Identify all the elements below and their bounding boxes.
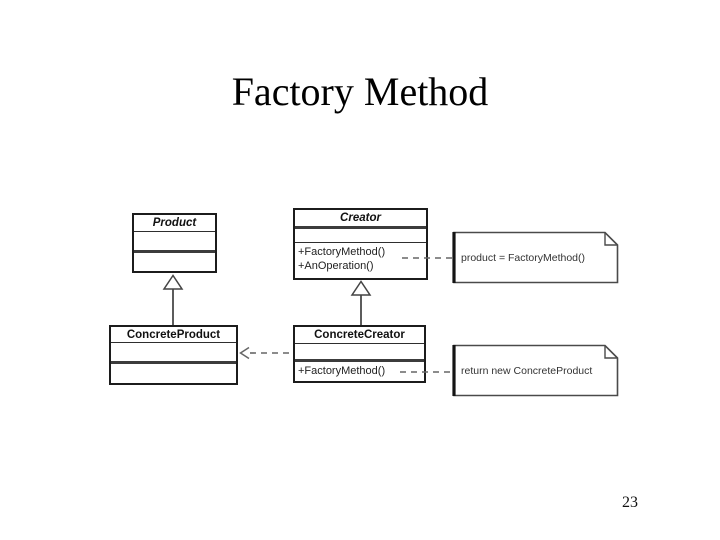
- class-box-concrete-product: ConcreteProduct: [109, 325, 238, 385]
- slide-title: Factory Method: [231, 69, 489, 114]
- class-box-concrete-creator: ConcreteCreator +FactoryMethod(): [293, 325, 426, 383]
- generalization-arrow-product: [162, 274, 184, 325]
- attributes-compartment: [134, 232, 215, 253]
- class-box-product: Product: [132, 213, 217, 273]
- operation-factory-method: +FactoryMethod(): [298, 365, 386, 377]
- attributes-compartment: [111, 343, 236, 364]
- page-number: 23: [622, 494, 638, 511]
- operation-an-operation: +AnOperation(): [298, 260, 374, 272]
- class-box-creator: Creator +FactoryMethod() +AnOperation(): [293, 208, 428, 280]
- class-name-creator: Creator: [295, 210, 426, 229]
- note-shape: [452, 231, 619, 284]
- note-return-statement: return new ConcreteProduct: [452, 344, 619, 397]
- note-text: product = FactoryMethod(): [461, 251, 586, 264]
- note-product-assignment: product = FactoryMethod(): [452, 231, 619, 284]
- note-fold-icon: [604, 345, 618, 359]
- class-name-concrete-creator: ConcreteCreator: [295, 327, 424, 344]
- operation-factory-method: +FactoryMethod(): [298, 246, 386, 258]
- class-name-product: Product: [134, 215, 215, 232]
- attributes-compartment: [295, 229, 426, 243]
- note-shape: [452, 344, 619, 397]
- dependency-arrow-concrete: [239, 346, 293, 360]
- note-text: return new ConcreteProduct: [461, 364, 593, 377]
- operations-compartment: +FactoryMethod() +AnOperation(): [295, 243, 426, 273]
- generalization-arrow-creator: [350, 280, 372, 325]
- note-fold-icon: [604, 232, 618, 246]
- class-name-concrete-product: ConcreteProduct: [111, 327, 236, 343]
- attributes-compartment: [295, 344, 424, 362]
- operations-compartment: +FactoryMethod(): [295, 362, 424, 378]
